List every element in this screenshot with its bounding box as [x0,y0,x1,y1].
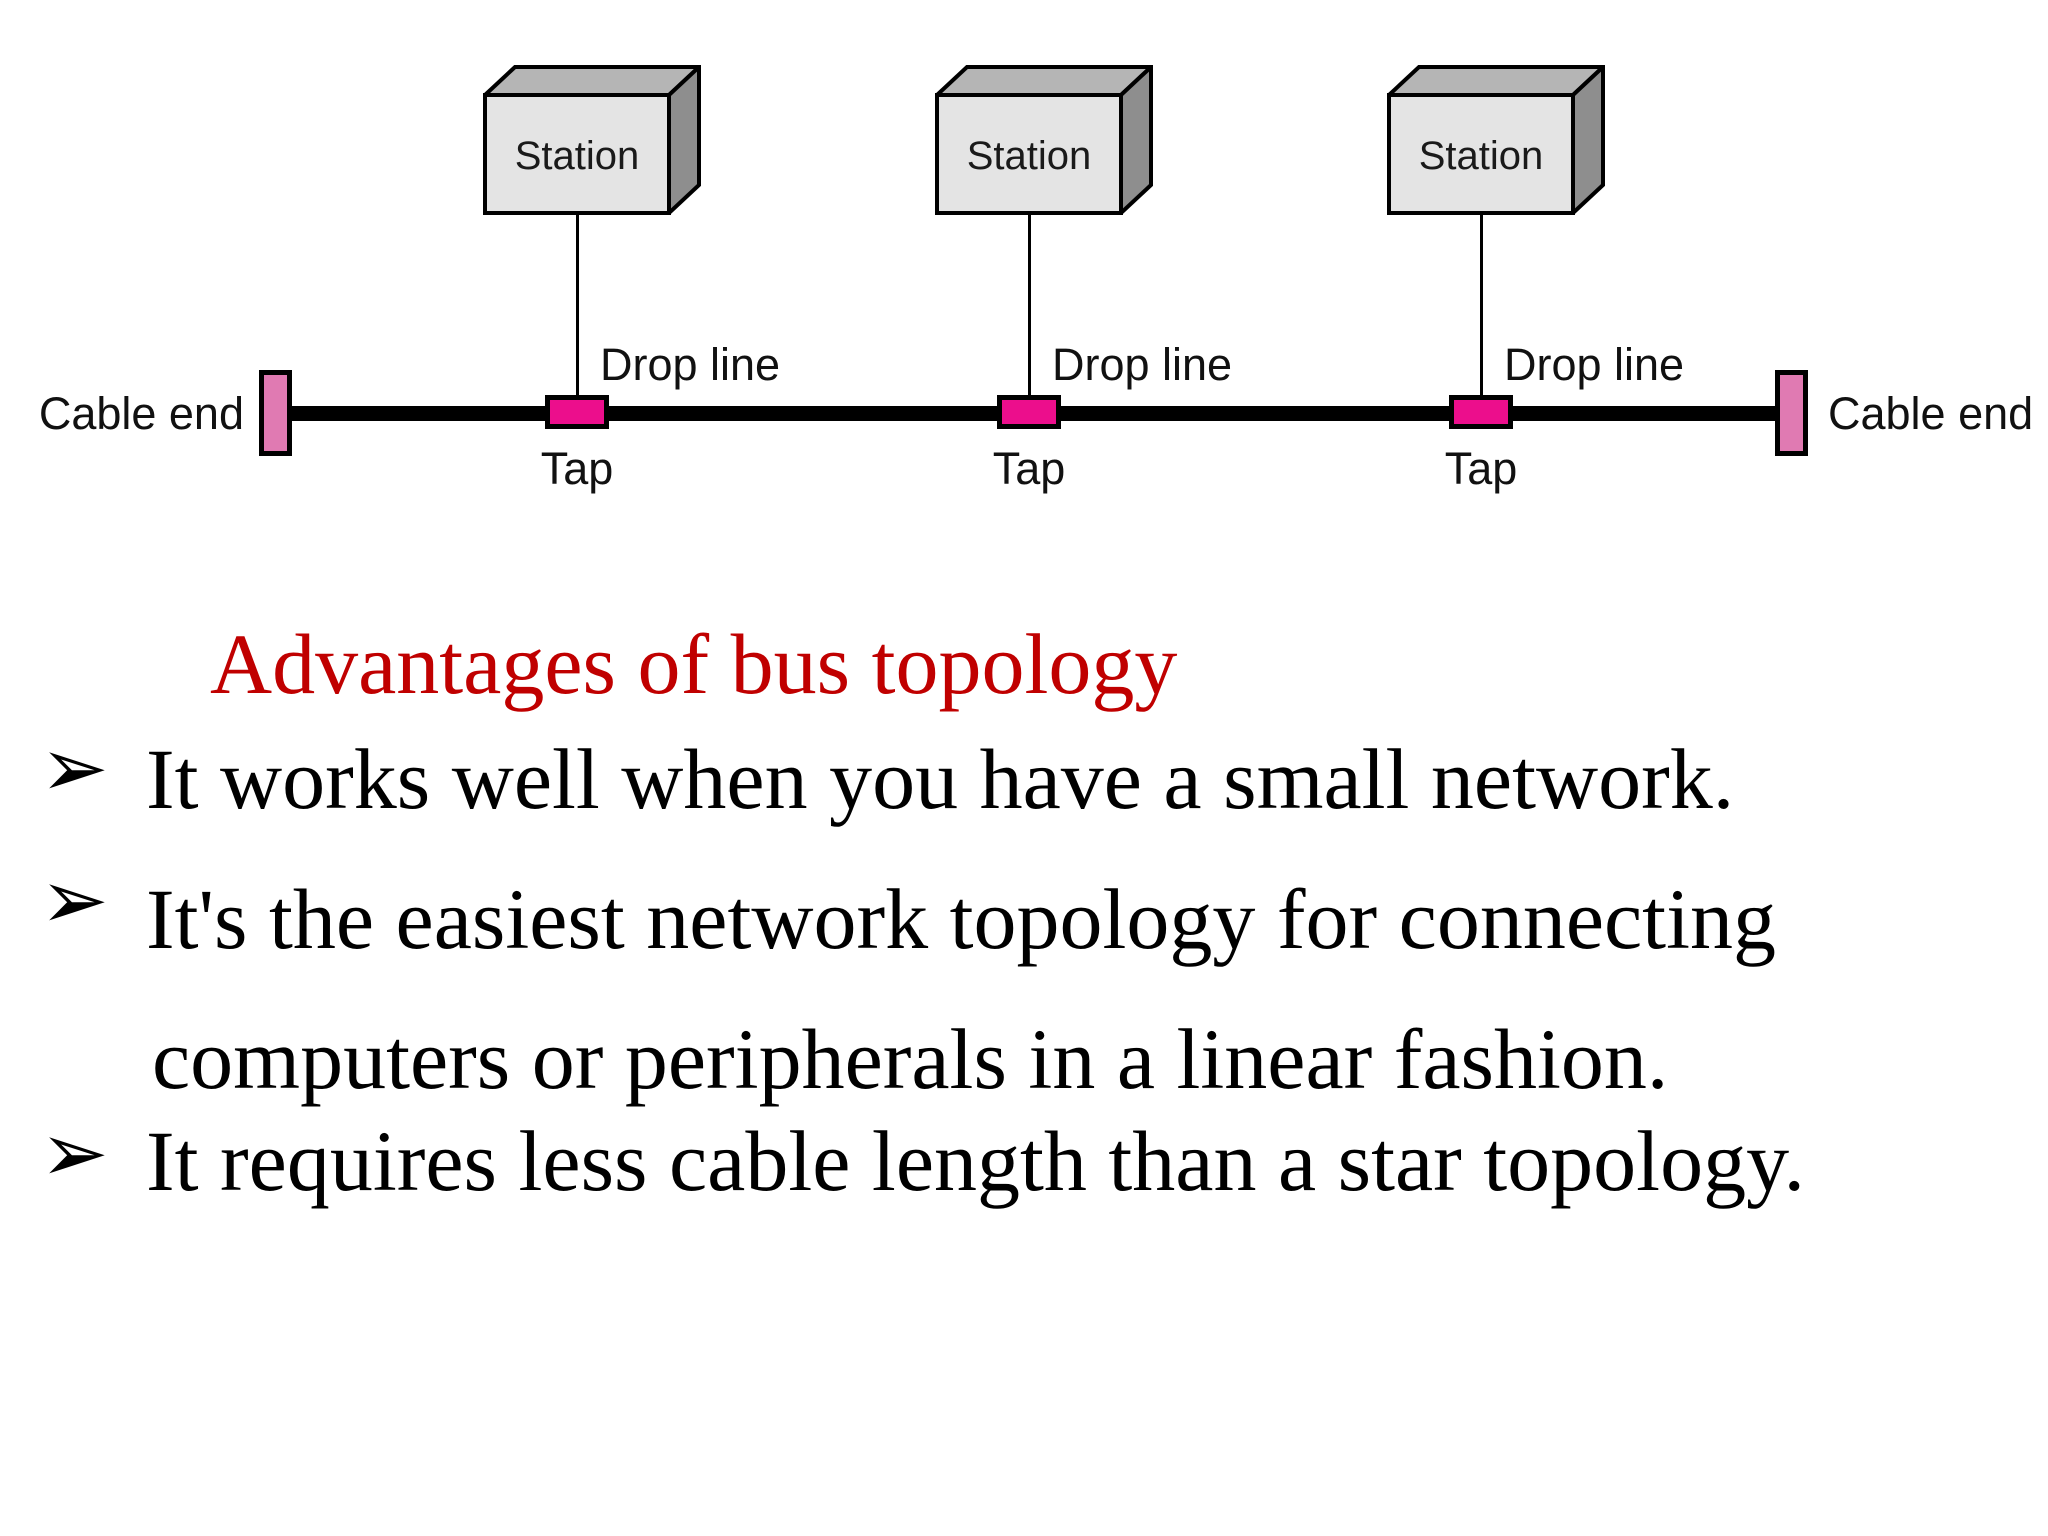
station-label: Station [515,134,640,178]
drop-line [1028,215,1031,397]
station-box-graphic: Station [1383,62,1609,218]
cable-end-label-right: Cable end [1828,388,2034,439]
drop-line [1480,215,1483,397]
tap-marker [545,395,609,429]
station-label: Station [1419,134,1544,178]
cable-end-label-left: Cable end [38,388,244,439]
cable-end-terminator-left [259,370,292,456]
bullet-arrow-icon: ➢ [40,853,109,948]
drop-line-label: Drop line [1052,339,1233,390]
page-title: Advantages of bus topology [210,616,1178,712]
station-box-graphic: Station [479,62,705,218]
drop-line [576,215,579,397]
bullet-arrow-icon: ➢ [40,721,109,816]
tap-label: Tap [992,443,1066,494]
bullet-text: It works well when you have a small netw… [146,731,1735,827]
cable-end-terminator-right [1775,370,1808,456]
station-label: Station [967,134,1092,178]
drop-line-label: Drop line [600,339,781,390]
bullet-arrow-icon: ➢ [40,1106,109,1201]
bullet-text: It's the easiest network topology for co… [146,871,1776,967]
station-box: Station [931,62,1157,218]
drop-line-label: Drop line [1504,339,1685,390]
tap-marker [997,395,1061,429]
station-box-graphic: Station [931,62,1157,218]
tap-label: Tap [540,443,614,494]
tap-marker [1449,395,1513,429]
bullet-text: It requires less cable length than a sta… [146,1113,1805,1209]
bullet-text-continued: computers or peripherals in a linear fas… [152,1011,1669,1107]
station-box: Station [1383,62,1609,218]
station-box: Station [479,62,705,218]
tap-label: Tap [1444,443,1518,494]
